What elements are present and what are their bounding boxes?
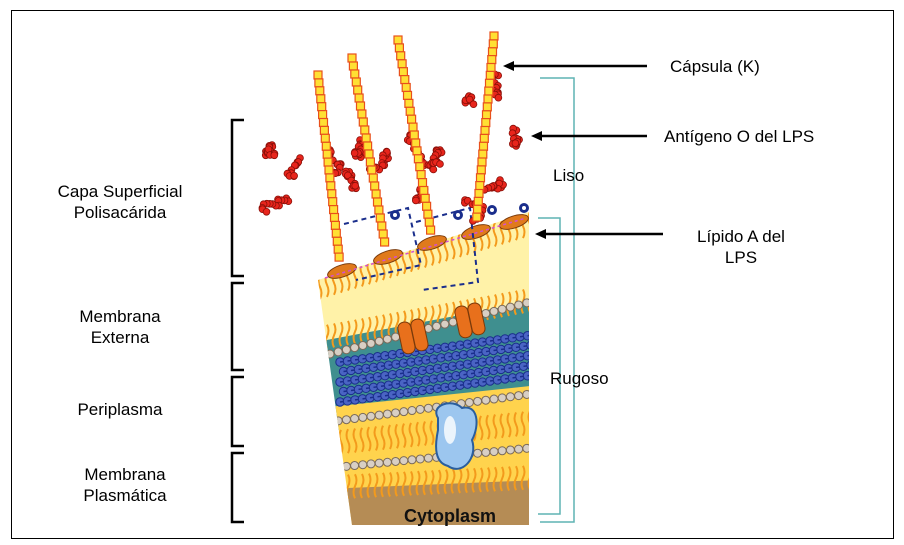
label-liso: Liso — [553, 165, 584, 186]
bracket-rugoso — [538, 218, 560, 514]
bracket-membrana-externa — [232, 283, 244, 370]
label-membrana-externa: Membrana Externa — [60, 306, 180, 348]
label-line: Plasmática — [60, 485, 190, 506]
arrows — [503, 61, 663, 239]
bracket-liso — [540, 78, 574, 522]
label-capsula: Cápsula (K) — [670, 56, 760, 77]
label-line: Externa — [60, 327, 180, 348]
label-line: Lípido A del — [670, 226, 812, 247]
label-line: Membrana — [60, 306, 180, 327]
label-cytoplasm: Cytoplasm — [404, 506, 496, 527]
bracket-membrana-plasmatica — [232, 453, 244, 522]
label-antigeno-o: Antígeno O del LPS — [664, 126, 814, 147]
label-rugoso: Rugoso — [550, 368, 609, 389]
label-line: Membrana — [60, 464, 190, 485]
label-periplasma: Periplasma — [55, 399, 185, 420]
capsule-chains — [314, 32, 498, 261]
label-capa-superficial: Capa Superficial Polisacárida — [30, 181, 210, 223]
bracket-periplasma — [232, 377, 244, 446]
label-line: Polisacárida — [30, 202, 210, 223]
label-lipido-a: Lípido A del LPS — [670, 226, 812, 268]
label-membrana-plasmatica: Membrana Plasmática — [60, 464, 190, 506]
label-line: Capa Superficial — [30, 181, 210, 202]
bracket-capa — [232, 120, 244, 276]
label-line: LPS — [670, 247, 812, 268]
left-brackets — [232, 120, 244, 522]
right-brackets — [538, 78, 574, 522]
label-line: Periplasma — [55, 399, 185, 420]
membrane-protein — [436, 403, 477, 469]
